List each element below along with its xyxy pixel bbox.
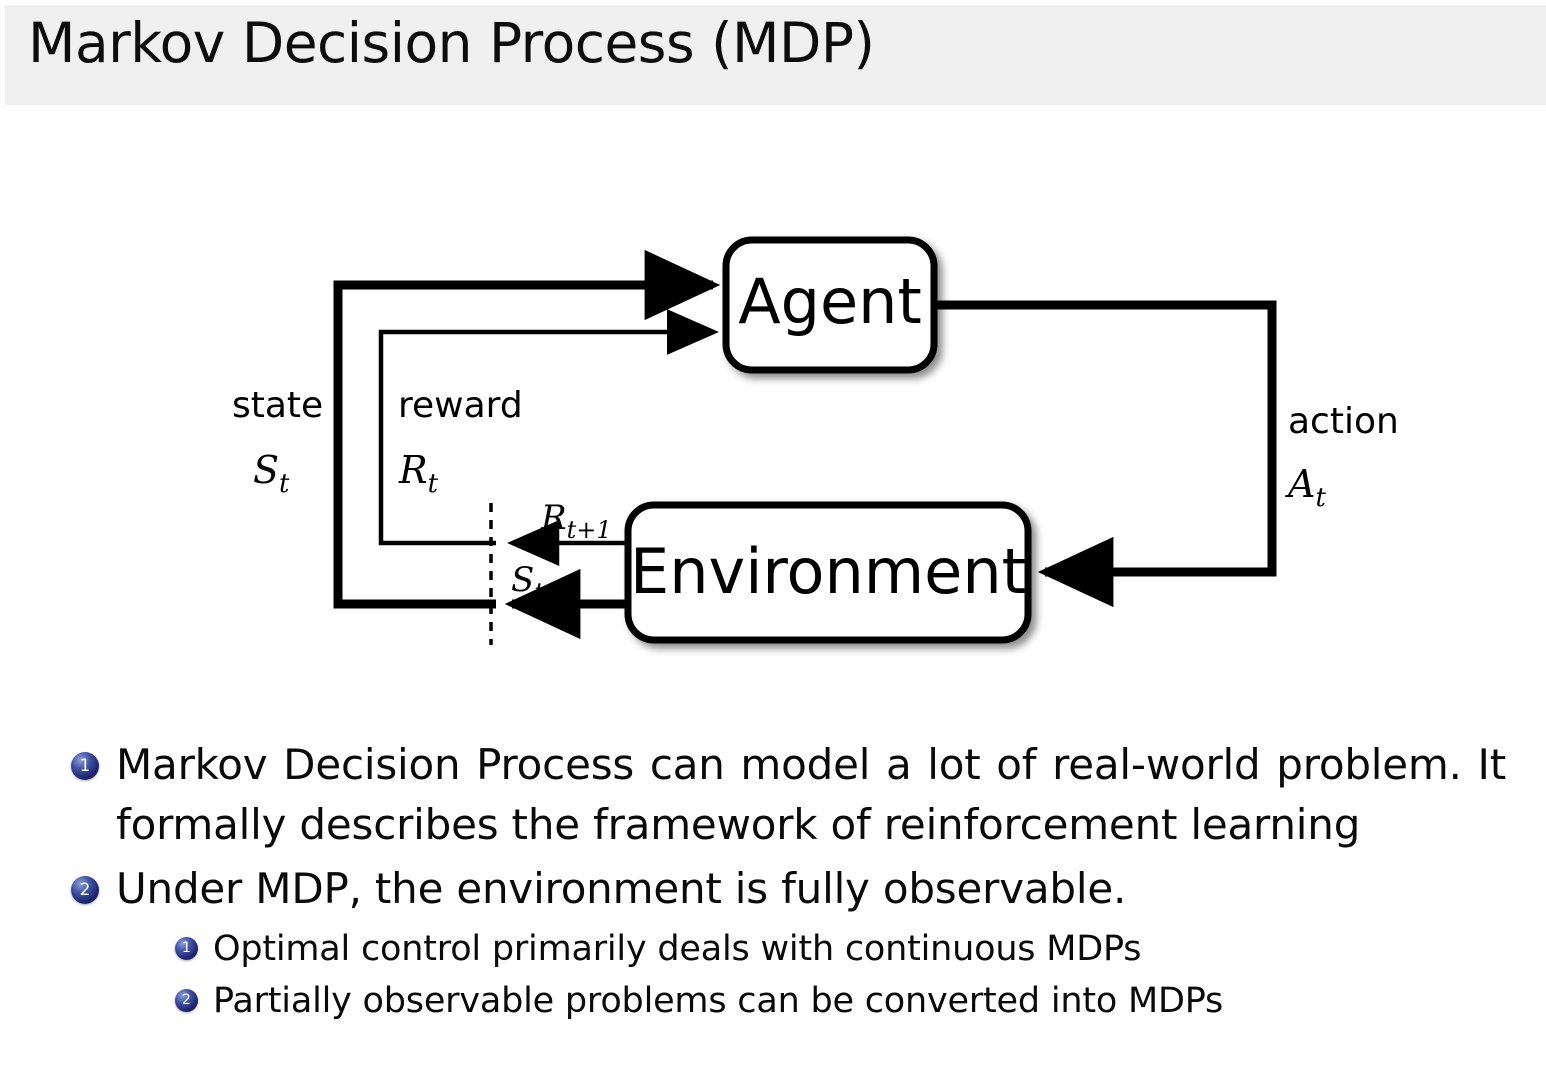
agent-node-label: Agent [738,265,922,338]
next-state-label: St+1 [511,560,579,606]
environment-node: Environment [624,501,1032,644]
list-item[interactable]: 1 Optimal control primarily deals with c… [0,923,1546,975]
list-item-label: Under MDP, the environment is fully obse… [116,864,1127,913]
page-title: Markov Decision Process (MDP) [28,11,875,75]
environment-node-label: Environment [630,535,1026,608]
slide-header-band: Markov Decision Process (MDP) [5,5,1546,105]
list-item[interactable]: 1 Markov Decision Process can model a lo… [0,735,1546,855]
action-label-word: action [1288,401,1399,442]
list-item-label: Optimal control primarily deals with con… [213,929,1142,969]
state-edge [333,249,721,609]
agent-node: Agent [722,236,938,374]
action-label: action At [1285,401,1399,513]
bullet-list: 1 Markov Decision Process can model a lo… [0,735,1546,1027]
reward-label-word: reward [398,385,523,426]
reward-edge [378,309,719,546]
state-label: state St [232,385,323,499]
reward-label-symbol: Rt [398,448,439,499]
list-item[interactable]: 2 Under MDP, the environment is fully ob… [0,859,1546,919]
state-label-symbol: St [253,448,290,499]
bullet-number-icon: 2 [175,989,198,1012]
list-item-label: Markov Decision Process can model a lot … [116,740,1506,849]
bullet-number-icon: 1 [71,752,99,780]
list-item[interactable]: 2 Partially observable problems can be c… [0,975,1546,1027]
list-item-label: Partially observable problems can be con… [213,981,1224,1021]
reward-label: reward Rt [398,385,523,499]
action-label-symbol: At [1285,462,1326,513]
sub-bullet-list: 1 Optimal control primarily deals with c… [0,923,1546,1027]
state-label-word: state [232,385,323,426]
mdp-diagram: Agent Environment state St reward Rt act… [0,105,1546,695]
bullet-number-icon: 1 [175,937,198,960]
bullet-number-icon: 2 [71,876,99,904]
action-edge [933,300,1277,608]
next-reward-label: Rt+1 [540,498,612,544]
